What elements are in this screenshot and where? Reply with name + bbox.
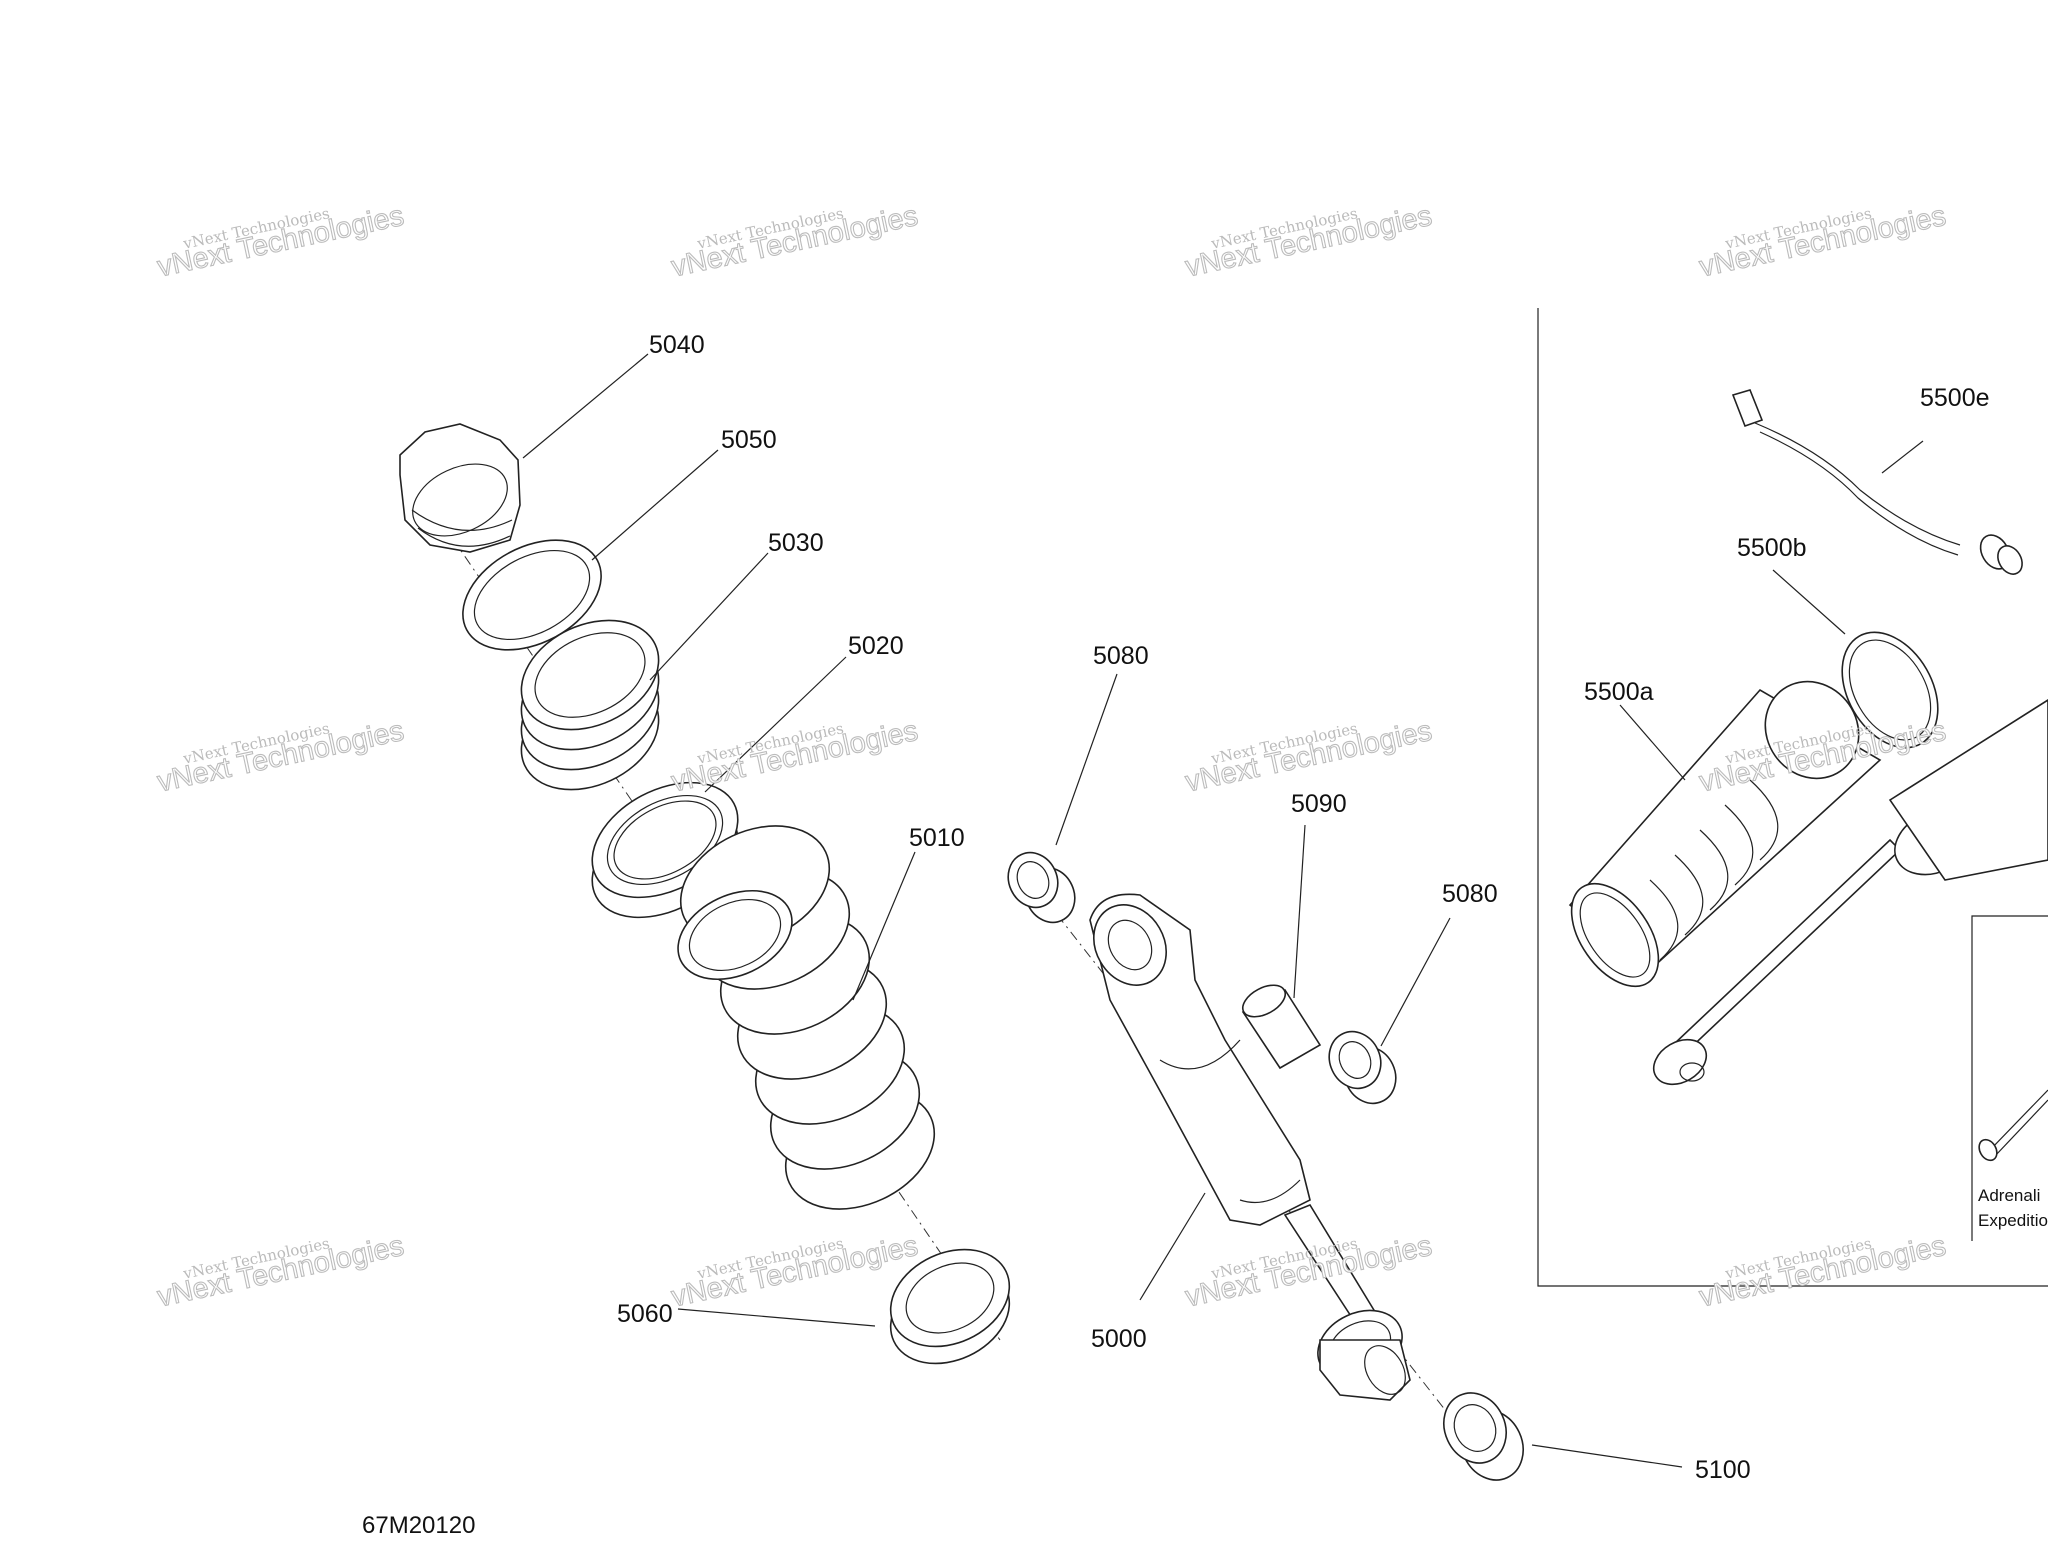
callout-5100: 5100	[1695, 1456, 1751, 1484]
leader-5080a	[1055, 673, 1118, 846]
callout-5080-right: 5080	[1442, 880, 1498, 908]
leader-5100	[1531, 1444, 1683, 1468]
leader-5500b	[1772, 569, 1846, 635]
watermark: vNext Technologies vNext Technologies	[668, 714, 921, 799]
part-5040-top-cap	[399, 423, 521, 553]
part-shock-rod	[1652, 699, 2048, 1086]
watermark: vNext Technologies vNext Technologies	[154, 1229, 407, 1314]
leader-5030	[649, 552, 769, 681]
part-5100-bushing	[1443, 1392, 1524, 1481]
leader-5020	[704, 656, 847, 793]
callout-5030: 5030	[768, 529, 824, 557]
callout-5000: 5000	[1091, 1325, 1147, 1353]
callout-5050: 5050	[721, 426, 777, 454]
part-5030-short-spring	[520, 619, 660, 791]
leader-5050	[591, 449, 719, 561]
leader-5010	[852, 851, 916, 1001]
inset-note-line2: Expeditio	[1978, 1211, 2048, 1230]
watermark: vNext Technologies vNext Technologies	[1182, 199, 1435, 284]
watermark: vNext Technologies vNext Technologies	[1696, 199, 1949, 284]
callout-5500a: 5500a	[1584, 678, 1654, 706]
drawing-code: 67M20120	[362, 1512, 475, 1536]
watermark: vNext Technologies vNext Technologies	[668, 199, 921, 284]
kit-panel-frame	[1537, 308, 2048, 1287]
part-5090-sleeve	[1241, 984, 1322, 1070]
callout-5040: 5040	[649, 331, 705, 359]
watermark: vNext Technologies vNext Technologies	[668, 1229, 921, 1314]
leader-5080b	[1380, 917, 1451, 1047]
inset-frame	[1971, 915, 2048, 1241]
part-5080-left-bushing	[1007, 851, 1076, 924]
leader-5060	[677, 1308, 876, 1327]
leader-5040	[522, 353, 649, 459]
callout-5020: 5020	[848, 632, 904, 660]
watermark: vNext Technologies vNext Technologies	[1182, 714, 1435, 799]
callout-5080-left: 5080	[1093, 642, 1149, 670]
part-5050-ring	[462, 539, 602, 651]
part-5060-split-ring	[889, 1248, 1011, 1365]
callout-5090: 5090	[1291, 790, 1347, 818]
callout-5500b: 5500b	[1737, 534, 1807, 562]
leader-5500a	[1619, 704, 1686, 781]
callout-5010: 5010	[909, 824, 965, 852]
part-5010-main-spring	[677, 825, 936, 1210]
inset-part-line	[1978, 1089, 2048, 1162]
watermark: vNext Technologies vNext Technologies	[154, 199, 407, 284]
watermark: vNext Technologies vNext Technologies	[1696, 1229, 1949, 1314]
part-5000-shock-absorber	[1089, 893, 1411, 1401]
leader-5000	[1139, 1192, 1206, 1301]
part-5500a-boot	[1568, 680, 1882, 988]
leader-5500e	[1881, 440, 1924, 474]
part-5080-right-bushing	[1328, 1030, 1397, 1105]
part-5500e-line	[1731, 389, 2023, 575]
part-5500b-clamp	[1841, 631, 1939, 749]
inset-note-line1: Adrenali	[1978, 1186, 2040, 1205]
watermark-group: vNext Technologies vNext Technologies vN…	[154, 199, 1949, 1314]
callout-5060: 5060	[617, 1300, 673, 1328]
leader-5090	[1293, 824, 1306, 999]
watermark: vNext Technologies vNext Technologies	[154, 714, 407, 799]
callout-5500e: 5500e	[1920, 384, 1990, 412]
